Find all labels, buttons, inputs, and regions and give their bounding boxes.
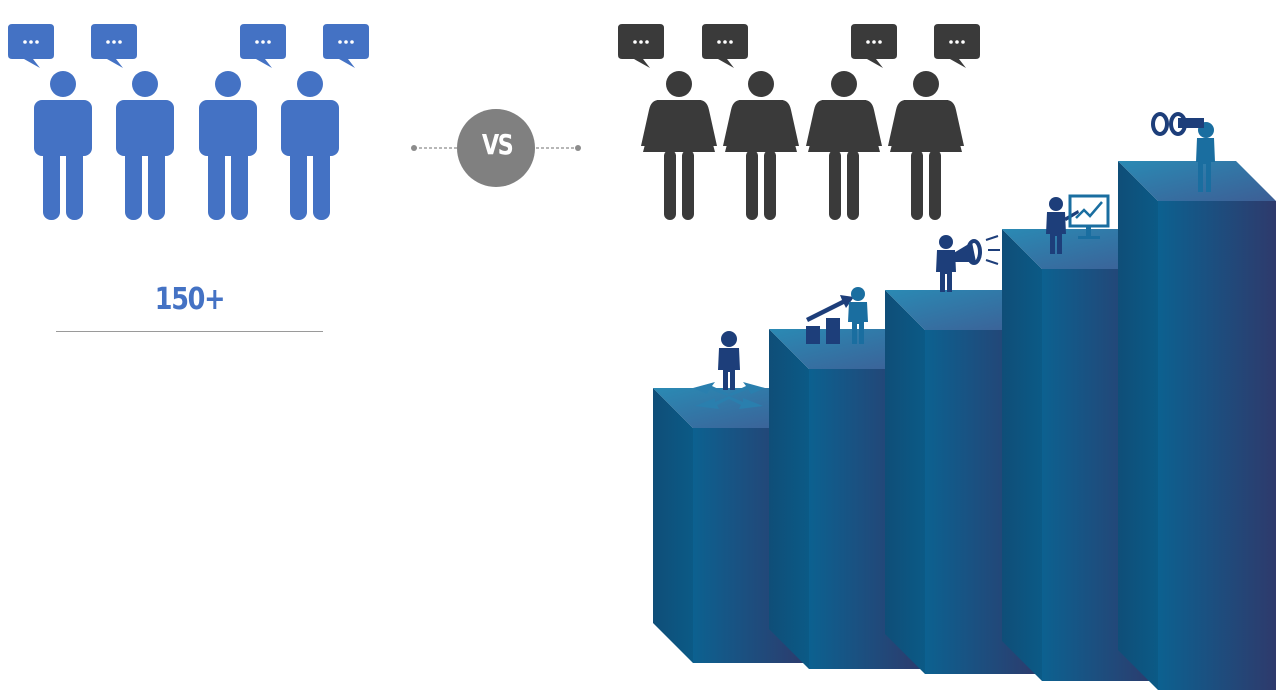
speech-bubble-icon bbox=[702, 24, 748, 68]
step-side-face bbox=[1002, 229, 1042, 681]
woman-icon bbox=[888, 71, 964, 220]
step-side-face bbox=[653, 388, 693, 663]
stat-value: 150+ bbox=[154, 282, 226, 317]
man-figure bbox=[91, 24, 174, 220]
step-icons bbox=[693, 112, 1215, 409]
right-people-group bbox=[618, 24, 980, 220]
step-5 bbox=[1118, 161, 1276, 690]
man-figure bbox=[8, 24, 92, 220]
step-top-face bbox=[1118, 161, 1276, 201]
woman-figure bbox=[702, 24, 799, 220]
vs-label: VS bbox=[481, 128, 514, 161]
presentation-board-icon bbox=[1046, 194, 1110, 254]
woman-icon bbox=[806, 71, 882, 220]
speech-bubble-icon bbox=[91, 24, 137, 68]
speech-bubble-icon bbox=[618, 24, 664, 68]
step-front-face bbox=[1158, 201, 1276, 690]
vs-connector bbox=[411, 109, 581, 187]
vs-badge bbox=[457, 109, 535, 187]
crossroads-arrows-icon bbox=[693, 331, 765, 409]
step-side-face bbox=[769, 329, 809, 669]
woman-icon bbox=[641, 71, 717, 220]
speech-bubble-icon bbox=[323, 24, 369, 68]
speech-bubble-icon bbox=[851, 24, 897, 68]
left-people-group bbox=[8, 24, 369, 220]
man-icon bbox=[34, 71, 92, 220]
man-figure bbox=[281, 24, 369, 220]
woman-icon bbox=[723, 71, 799, 220]
speech-bubble-icon bbox=[8, 24, 54, 68]
speech-bubble-icon bbox=[240, 24, 286, 68]
man-icon bbox=[199, 71, 257, 220]
megaphone-icon bbox=[936, 235, 1000, 292]
step-side-face bbox=[885, 290, 925, 674]
growth-chart-icon bbox=[806, 287, 868, 344]
binoculars-icon bbox=[1151, 112, 1215, 192]
man-figure bbox=[199, 24, 286, 220]
speech-bubble-icon bbox=[934, 24, 980, 68]
staircase-steps bbox=[653, 161, 1276, 690]
stat-divider bbox=[56, 331, 323, 332]
woman-figure bbox=[888, 24, 980, 220]
man-icon bbox=[116, 71, 174, 220]
step-side-face bbox=[1118, 161, 1158, 690]
man-icon bbox=[281, 71, 339, 220]
woman-figure bbox=[806, 24, 897, 220]
